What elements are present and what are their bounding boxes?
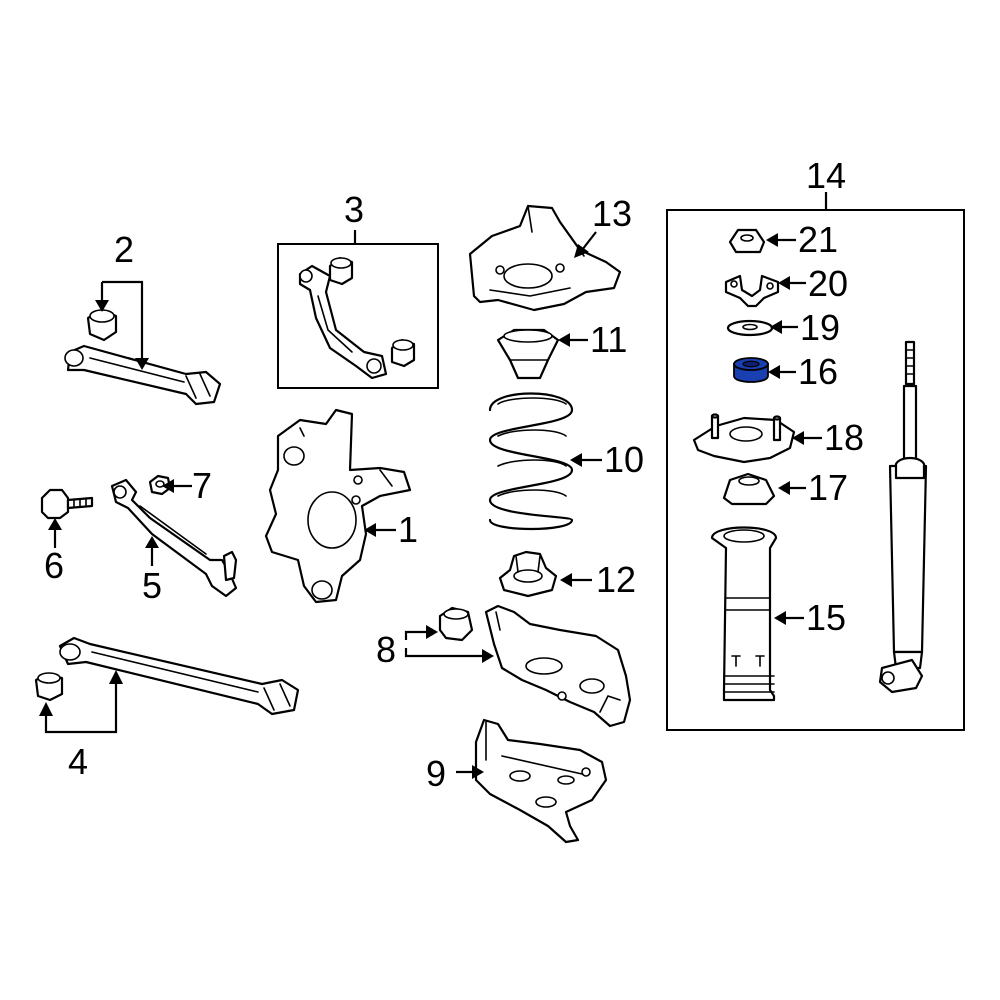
callout-18-leader — [792, 431, 822, 445]
part-11-spring-insulator[interactable] — [496, 328, 560, 380]
callout-21-leader — [766, 233, 796, 247]
callout-4-leader — [39, 670, 123, 734]
callout-7-leader — [162, 479, 192, 493]
callout-10-leader — [570, 453, 602, 467]
callout-5: 5 — [142, 565, 162, 606]
callout-15-leader — [774, 611, 804, 625]
callout-2-leader — [95, 280, 149, 370]
callout-16: 16 — [798, 351, 838, 392]
part-14-group-box — [666, 209, 965, 731]
callout-14: 14 — [806, 155, 846, 196]
part-18-strut-mount[interactable] — [692, 413, 796, 464]
callout-2: 2 — [114, 229, 134, 270]
callout-12-leader — [560, 573, 592, 587]
part-15-dust-boot[interactable] — [710, 526, 778, 702]
callout-9: 9 — [426, 753, 446, 794]
callout-11: 11 — [590, 319, 627, 360]
part-12-lower-insulator[interactable] — [498, 550, 558, 598]
callout-10: 10 — [604, 439, 644, 480]
callout-11-leader — [558, 333, 588, 347]
part-21-flange-nut[interactable] — [728, 228, 766, 254]
part-9-undercover[interactable] — [474, 718, 608, 844]
callout-3: 3 — [344, 189, 364, 230]
callout-6-leader — [48, 518, 62, 548]
part-3-bushing-lower[interactable] — [390, 338, 416, 368]
part-8-lower-control-arm[interactable] — [484, 604, 632, 728]
callout-9-leader — [456, 765, 484, 779]
part-19-washer[interactable] — [726, 319, 774, 337]
part-2-bushing[interactable] — [86, 308, 118, 342]
callout-13: 13 — [592, 193, 632, 234]
part-4-lateral-arm[interactable] — [58, 636, 300, 716]
callout-17-leader — [778, 481, 806, 495]
callout-20-leader — [778, 276, 806, 290]
part-1-knuckle[interactable] — [264, 408, 412, 604]
callout-8-leader — [404, 625, 494, 663]
callout-1-leader — [364, 523, 396, 537]
part-4-bushing[interactable] — [34, 672, 64, 702]
part-6-bolt[interactable] — [40, 488, 94, 520]
callout-19: 19 — [800, 307, 840, 348]
callout-7: 7 — [192, 465, 212, 506]
part-3-upper-control-arm[interactable] — [298, 264, 388, 380]
callout-17: 17 — [808, 467, 848, 508]
callout-15: 15 — [806, 597, 846, 638]
callout-20: 20 — [808, 263, 848, 304]
part-2-lateral-arm[interactable] — [64, 344, 222, 406]
callout-16-leader — [768, 365, 796, 379]
callout-6: 6 — [44, 545, 64, 586]
part-5-toe-link[interactable] — [110, 478, 238, 598]
callout-19-leader — [770, 320, 798, 334]
shock-absorber[interactable] — [878, 340, 928, 694]
callout-13-leader — [574, 231, 597, 258]
callout-4: 4 — [68, 741, 88, 782]
callout-1: 1 — [398, 509, 418, 550]
part-8-bushing[interactable] — [438, 606, 474, 642]
part-3-group-box — [277, 243, 439, 389]
callout-5-leader — [145, 536, 159, 566]
part-3-bushing-upper[interactable] — [328, 256, 354, 286]
callout-18: 18 — [824, 417, 864, 458]
callout-12: 12 — [596, 559, 636, 600]
callout-8: 8 — [376, 629, 396, 670]
part-10-coil-spring[interactable] — [488, 392, 574, 531]
part-20-bracket[interactable] — [724, 274, 780, 308]
part-16-bushing-highlighted[interactable] — [733, 357, 769, 383]
part-17-bump-stop-cap[interactable] — [722, 472, 776, 506]
part-13-upper-mount-bracket[interactable] — [468, 204, 622, 312]
callout-21: 21 — [798, 219, 838, 260]
